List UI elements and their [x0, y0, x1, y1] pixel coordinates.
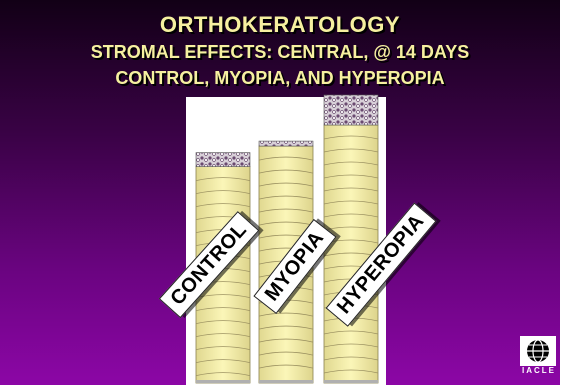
endothelium-control	[196, 380, 250, 383]
endothelium-hyperopia	[324, 380, 378, 383]
logo-text: IACLE	[517, 366, 560, 375]
endothelium-myopia	[259, 380, 313, 383]
epithelium-control	[196, 153, 250, 167]
epithelium-myopia	[259, 141, 313, 146]
epithelium-hyperopia	[324, 95, 378, 125]
